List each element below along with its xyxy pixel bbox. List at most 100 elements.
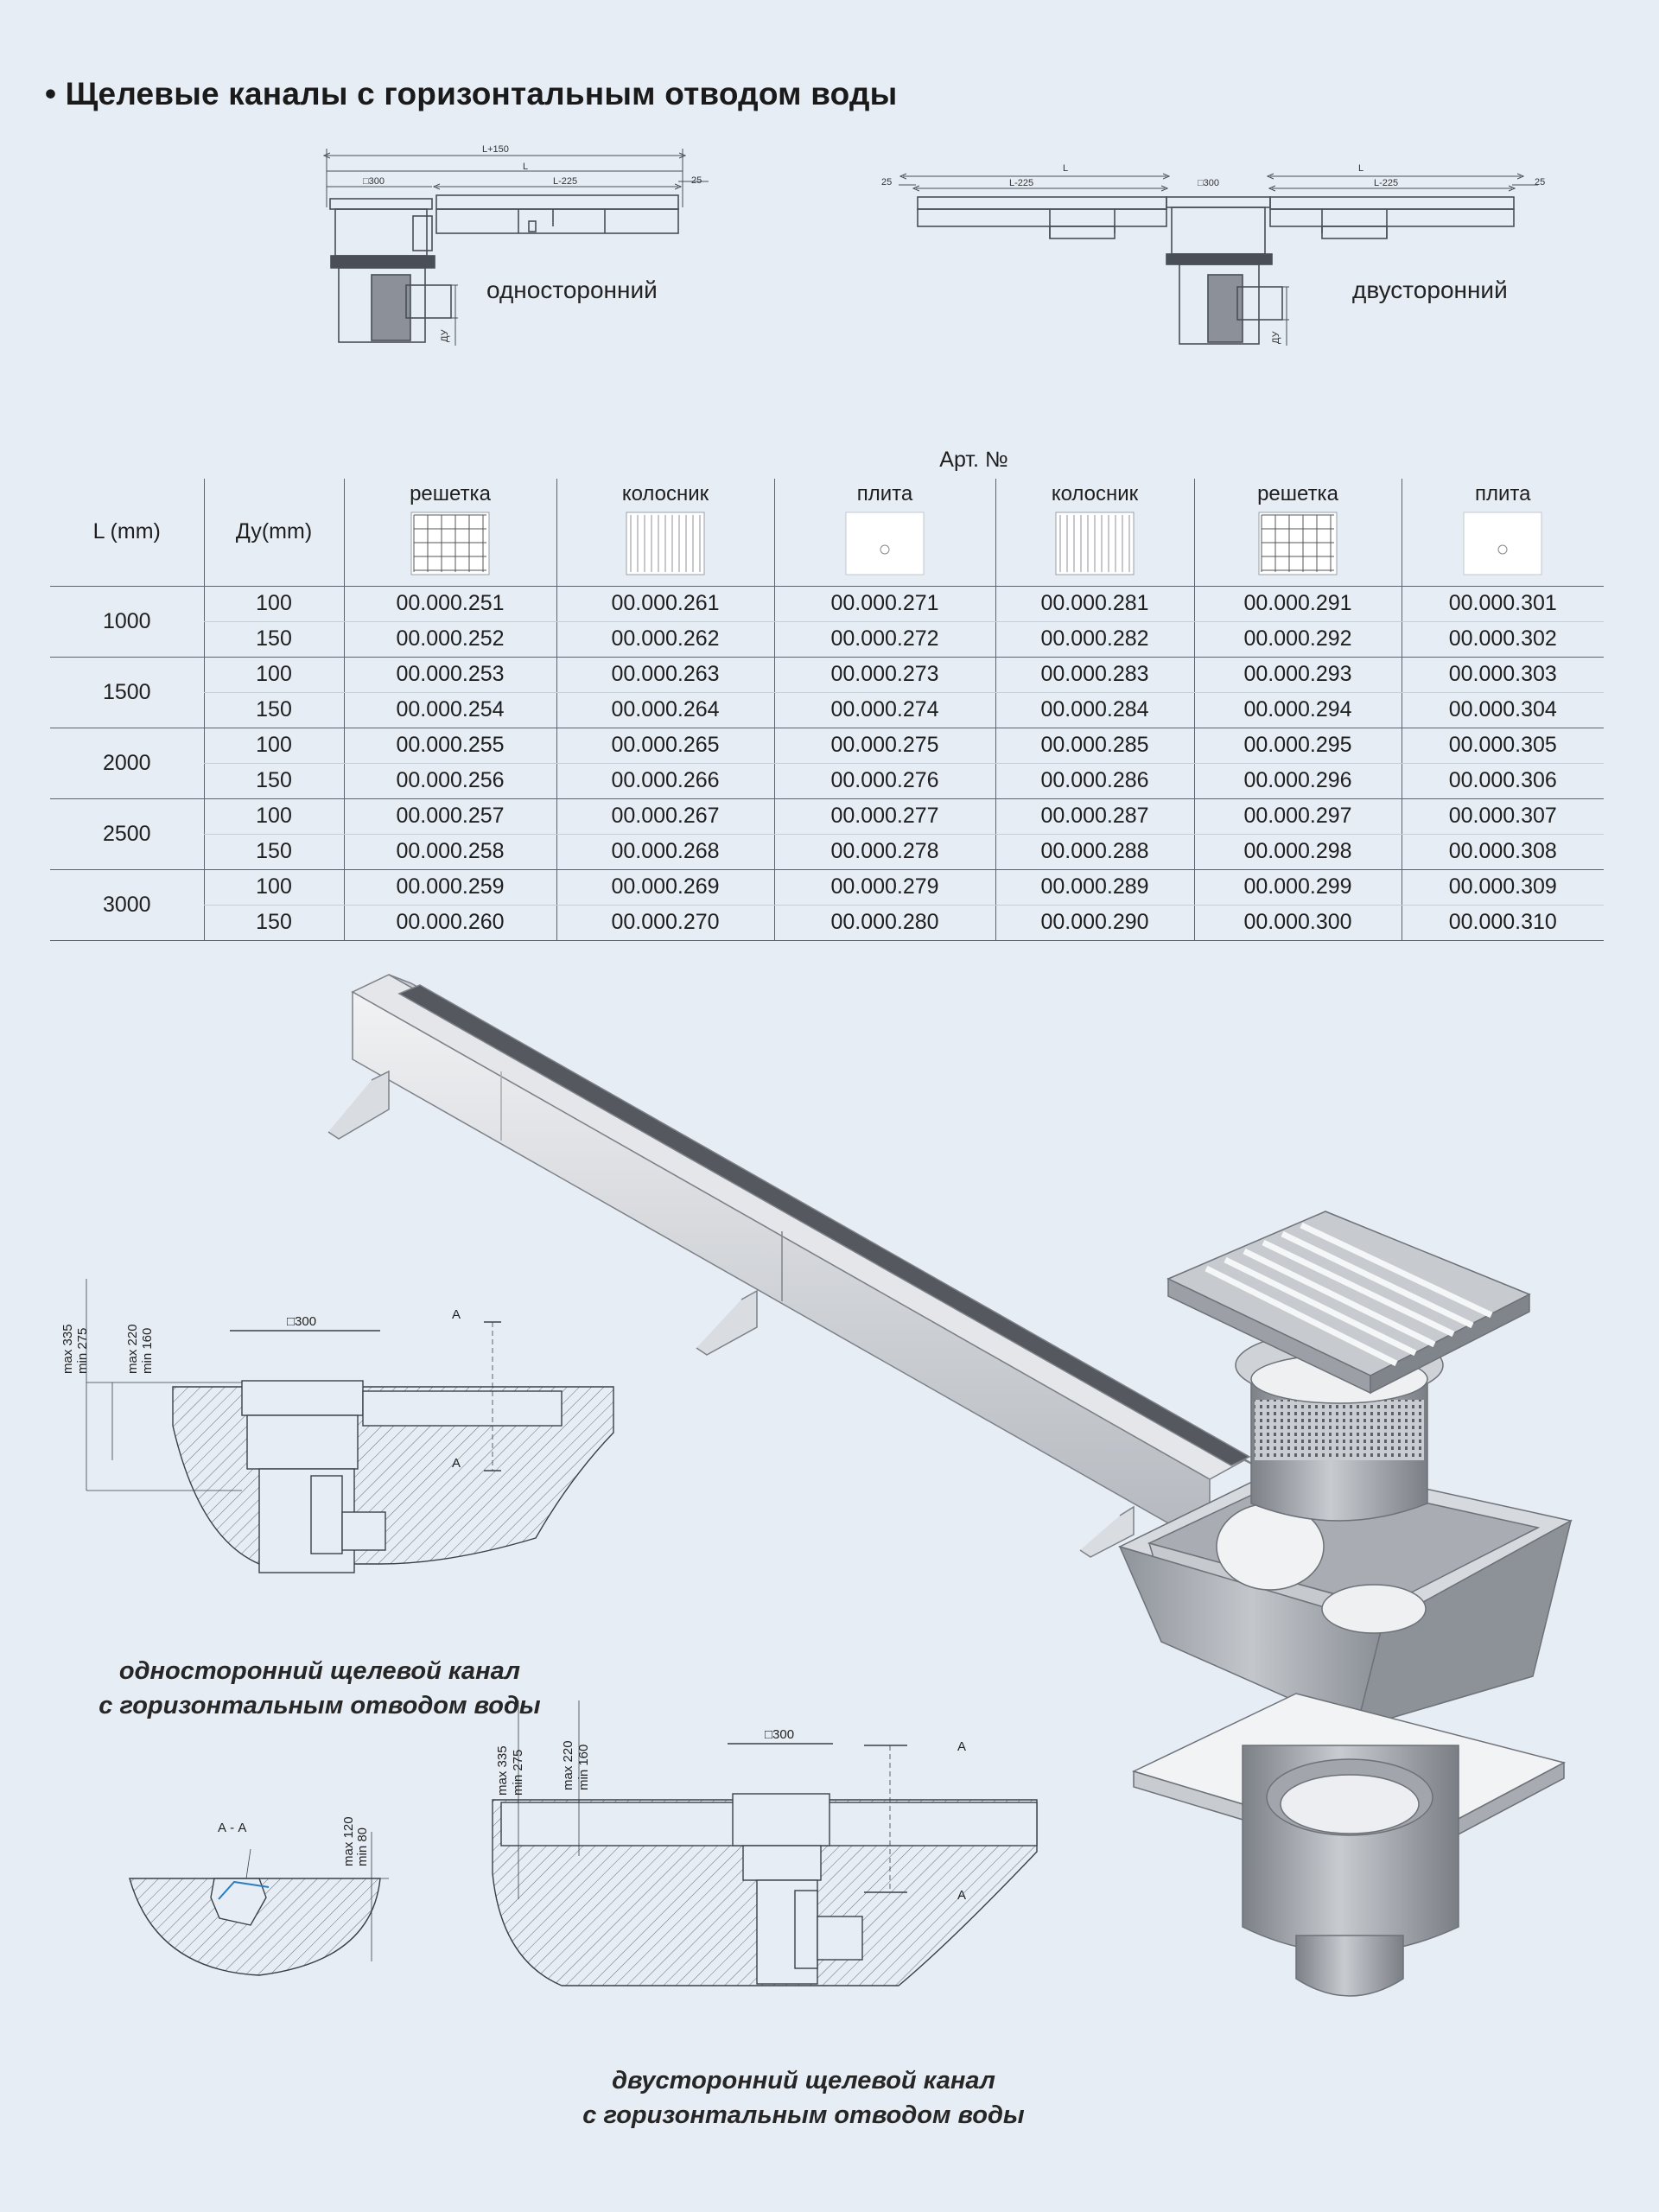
article-code-cell: 00.000.309 [1401, 869, 1604, 906]
top-schematics: L+150 L L-225 25 □300 ДУ L [0, 144, 1545, 346]
article-code-cell: 00.000.289 [995, 869, 1194, 906]
article-code-cell: 00.000.279 [773, 869, 995, 906]
single-dim-sq300: □300 [287, 1314, 316, 1329]
article-code-cell: 00.000.310 [1401, 905, 1604, 940]
dim-dy: ДУ [440, 328, 450, 342]
article-code-cell: 00.000.260 [343, 905, 556, 940]
article-code-cell: 00.000.259 [343, 869, 556, 906]
double-mark-a-top: A [957, 1739, 966, 1754]
article-code-cell: 00.000.287 [995, 798, 1194, 835]
article-code-cell: 00.000.262 [556, 621, 774, 657]
section-aa-drawing: А - А max 120 min 80 [129, 1816, 389, 1976]
type-header-0: решетка [343, 479, 556, 586]
single-label: односторонний [486, 276, 658, 303]
article-code-cell: 00.000.294 [1193, 692, 1402, 728]
section-double-caption-line2: с горизонтальным отводом воды [582, 2101, 1025, 2129]
dim-l150: L+150 [482, 144, 509, 155]
dim-sq300: □300 [1198, 178, 1219, 188]
double-dim-max335: max 335 [495, 1745, 510, 1796]
type-name: решетка [410, 482, 491, 506]
article-code-cell: 00.000.261 [556, 586, 774, 622]
length-cell: 2000 [50, 728, 204, 799]
article-code-cell: 00.000.276 [773, 763, 995, 798]
plate-icon [1463, 512, 1542, 582]
article-code-cell: 00.000.284 [995, 692, 1194, 728]
single-dim-min275: min 275 [75, 1328, 90, 1374]
art-header: Арт. № [939, 447, 1008, 472]
type-name: колосник [621, 482, 709, 506]
article-code-cell: 00.000.281 [995, 586, 1194, 622]
dy-cell: 100 [203, 586, 344, 622]
article-code-cell: 00.000.278 [773, 834, 995, 869]
length-cell: 3000 [50, 869, 204, 941]
type-header-5: плита [1401, 479, 1604, 586]
aa-label: А - А [218, 1821, 246, 1835]
article-code-cell: 00.000.303 [1401, 657, 1604, 693]
article-code-cell: 00.000.263 [556, 657, 774, 693]
dy-cell: 100 [203, 798, 344, 835]
section-single-drawing: □300 A A max 335 min 275 max 220 min 160 [60, 1279, 614, 1573]
article-code-cell: 00.000.295 [1193, 728, 1402, 764]
article-code-cell: 00.000.280 [773, 905, 995, 940]
article-code-cell: 00.000.304 [1401, 692, 1604, 728]
article-code-cell: 00.000.264 [556, 692, 774, 728]
drain-grate [1166, 1211, 1531, 1522]
section-single-caption-line2: с горизонтальным отводом воды [99, 1692, 541, 1719]
section-double-caption-line1: двусторонний щелевой канал [612, 2067, 995, 2094]
article-code-cell: 00.000.272 [773, 621, 995, 657]
article-code-cell: 00.000.307 [1401, 798, 1604, 835]
article-code-cell: 00.000.254 [343, 692, 556, 728]
single-dim-max335: max 335 [60, 1324, 75, 1374]
article-table: Арт. № L (mm) Ду(mm) решетка колосник пл… [50, 441, 1604, 941]
article-code-cell: 00.000.275 [773, 728, 995, 764]
article-code-cell: 00.000.296 [1193, 763, 1402, 798]
section-single-caption: односторонний щелевой канал с горизонтал… [78, 1654, 562, 1723]
type-header-3: колосник [995, 479, 1194, 586]
double-dim-min275: min 275 [511, 1750, 525, 1796]
article-code-cell: 00.000.290 [995, 905, 1194, 940]
article-code-cell: 00.000.293 [1193, 657, 1402, 693]
article-code-cell: 00.000.255 [343, 728, 556, 764]
single-channel-drawing [327, 149, 709, 346]
slot-channel [327, 974, 1262, 1558]
dim-l225-right: L-225 [1374, 178, 1398, 188]
article-code-cell: 00.000.273 [773, 657, 995, 693]
dy-cell: 150 [203, 905, 344, 940]
article-code-cell: 00.000.283 [995, 657, 1194, 693]
dim-25-right: 25 [1535, 177, 1545, 188]
type-header-2: плита [773, 479, 995, 586]
article-code-cell: 00.000.299 [1193, 869, 1402, 906]
plate-icon [845, 512, 925, 582]
double-channel-drawing [899, 176, 1538, 346]
col-dy-header: Ду(mm) [203, 479, 344, 586]
dim-l225: L-225 [553, 176, 577, 187]
page-title: • Щелевые каналы с горизонтальным отводо… [45, 76, 898, 111]
article-code-cell: 00.000.270 [556, 905, 774, 940]
section-double-caption: двусторонний щелевой канал с горизонталь… [518, 2063, 1089, 2133]
length-cell: 1500 [50, 657, 204, 728]
article-code-cell: 00.000.252 [343, 621, 556, 657]
article-code-cell: 00.000.266 [556, 763, 774, 798]
bar-grate-icon [626, 512, 705, 582]
article-code-cell: 00.000.285 [995, 728, 1194, 764]
article-code-cell: 00.000.288 [995, 834, 1194, 869]
length-cell: 2500 [50, 798, 204, 870]
section-double-drawing: □300 A A max 335 min 275 max 220 min 160 [492, 1700, 1038, 1986]
double-mark-a-bottom: A [957, 1888, 966, 1903]
article-code-cell: 00.000.286 [995, 763, 1194, 798]
type-name: плита [1475, 482, 1531, 506]
dy-cell: 150 [203, 763, 344, 798]
dim-dy: ДУ [1271, 330, 1281, 344]
article-code-cell: 00.000.300 [1193, 905, 1402, 940]
grate-icon [410, 512, 490, 582]
article-code-cell: 00.000.271 [773, 586, 995, 622]
article-code-cell: 00.000.302 [1401, 621, 1604, 657]
single-dim-max220: max 220 [125, 1324, 140, 1374]
